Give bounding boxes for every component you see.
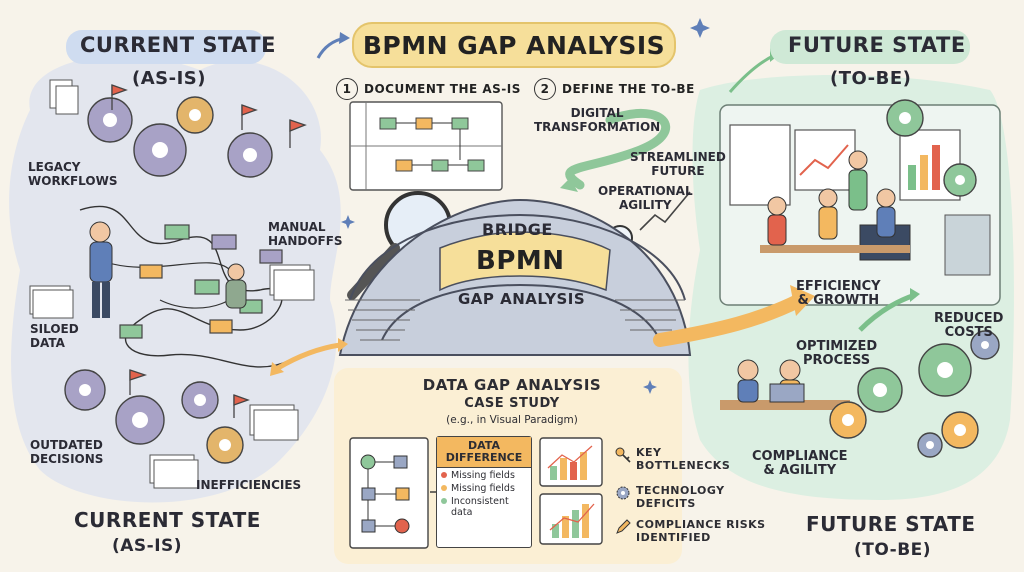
label-manual-handoffs: MANUAL HANDOFFS <box>268 220 343 248</box>
case-study-title: DATA GAP ANALYSIS <box>422 376 602 394</box>
label-efficiency-growth: EFFICIENCY & GROWTH <box>796 279 881 308</box>
future-state-subheading: (TO-BE) <box>830 68 912 89</box>
bullet-icon <box>441 472 447 478</box>
chart-cards <box>539 437 603 545</box>
label-optimized-process: OPTIMIZED PROCESS <box>796 339 878 368</box>
label-inefficiencies: INEFFICIENCIES <box>196 478 302 492</box>
case-study-subtitle: CASE STUDY <box>464 396 560 411</box>
technology-deficits-row: TECHNOLOGY DEFICITS <box>614 484 725 510</box>
bullet-icon <box>441 485 447 491</box>
diff-item: Missing fields <box>437 468 531 481</box>
bridge-bottom-label: GAP ANALYSIS <box>458 290 586 308</box>
key-icon <box>615 447 631 463</box>
step-number: 1 <box>336 78 358 100</box>
page-title: BPMN GAP ANALYSIS <box>352 22 676 68</box>
bullet-icon <box>441 498 447 504</box>
bottom-current-subheading: (AS-IS) <box>112 536 183 556</box>
label-operational-agility: OPERATIONAL AGILITY <box>598 184 693 212</box>
label-compliance-agility: COMPLIANCE & AGILITY <box>752 449 848 478</box>
diff-item-text: Inconsistent data <box>451 496 509 518</box>
diff-item-text: Missing fields <box>451 470 515 481</box>
current-state-subheading: (AS-IS) <box>132 68 206 89</box>
key-bottlenecks-label: KEY BOTTLENECKS <box>636 446 731 472</box>
bridge-top-label: BRIDGE <box>482 220 553 239</box>
future-state-heading: FUTURE STATE <box>788 33 966 57</box>
step-number: 2 <box>534 78 556 100</box>
compliance-risks-label: COMPLIANCE RISKS IDENTIFIED <box>636 518 766 544</box>
label-outdated-decisions: OUTDATED DECISIONS <box>30 438 104 466</box>
step-define-to-be: 2 DEFINE THE TO-BE <box>534 78 695 100</box>
key-bottlenecks-row: KEY BOTTLENECKS <box>614 446 730 472</box>
label-legacy-workflows: LEGACY WORKFLOWS <box>28 160 118 188</box>
label-digital-transformation: DIGITAL TRANSFORMATION <box>534 106 661 134</box>
current-state-heading: CURRENT STATE <box>80 33 276 57</box>
bridge-shape <box>338 198 692 356</box>
bottom-future-heading: FUTURE STATE <box>806 512 976 536</box>
case-study-flow <box>349 437 429 549</box>
current-state-pill <box>66 30 266 64</box>
bottom-current-heading: CURRENT STATE <box>74 508 261 532</box>
bottom-future-subheading: (TO-BE) <box>854 540 932 560</box>
step-label: DEFINE THE TO-BE <box>562 82 695 96</box>
diff-item: Missing fields <box>437 481 531 494</box>
step-label: DOCUMENT THE AS-IS <box>364 82 521 96</box>
diff-item-text: Missing fields <box>451 483 515 494</box>
step-document-as-is: 1 DOCUMENT THE AS-IS <box>336 78 521 100</box>
diff-item: Inconsistent data <box>437 494 531 518</box>
bridge-main-label: BPMN <box>476 246 565 276</box>
compliance-risks-row: COMPLIANCE RISKS IDENTIFIED <box>614 518 766 544</box>
data-difference-header: DATA DIFFERENCE <box>437 437 531 468</box>
label-reduced-costs: REDUCED COSTS <box>934 311 1004 340</box>
technology-deficits-label: TECHNOLOGY DEFICITS <box>636 484 725 510</box>
label-siloed-data: SILOED DATA <box>30 322 79 350</box>
data-difference-card: DATA DIFFERENCE Missing fields Missing f… <box>436 436 532 548</box>
future-state-pill <box>770 30 970 64</box>
case-study-note: (e.g., in Visual Paradigm) <box>446 414 578 426</box>
label-streamlined-future: STREAMLINED FUTURE <box>630 150 726 178</box>
pencil-icon <box>616 519 631 534</box>
gear-icon <box>616 486 630 500</box>
